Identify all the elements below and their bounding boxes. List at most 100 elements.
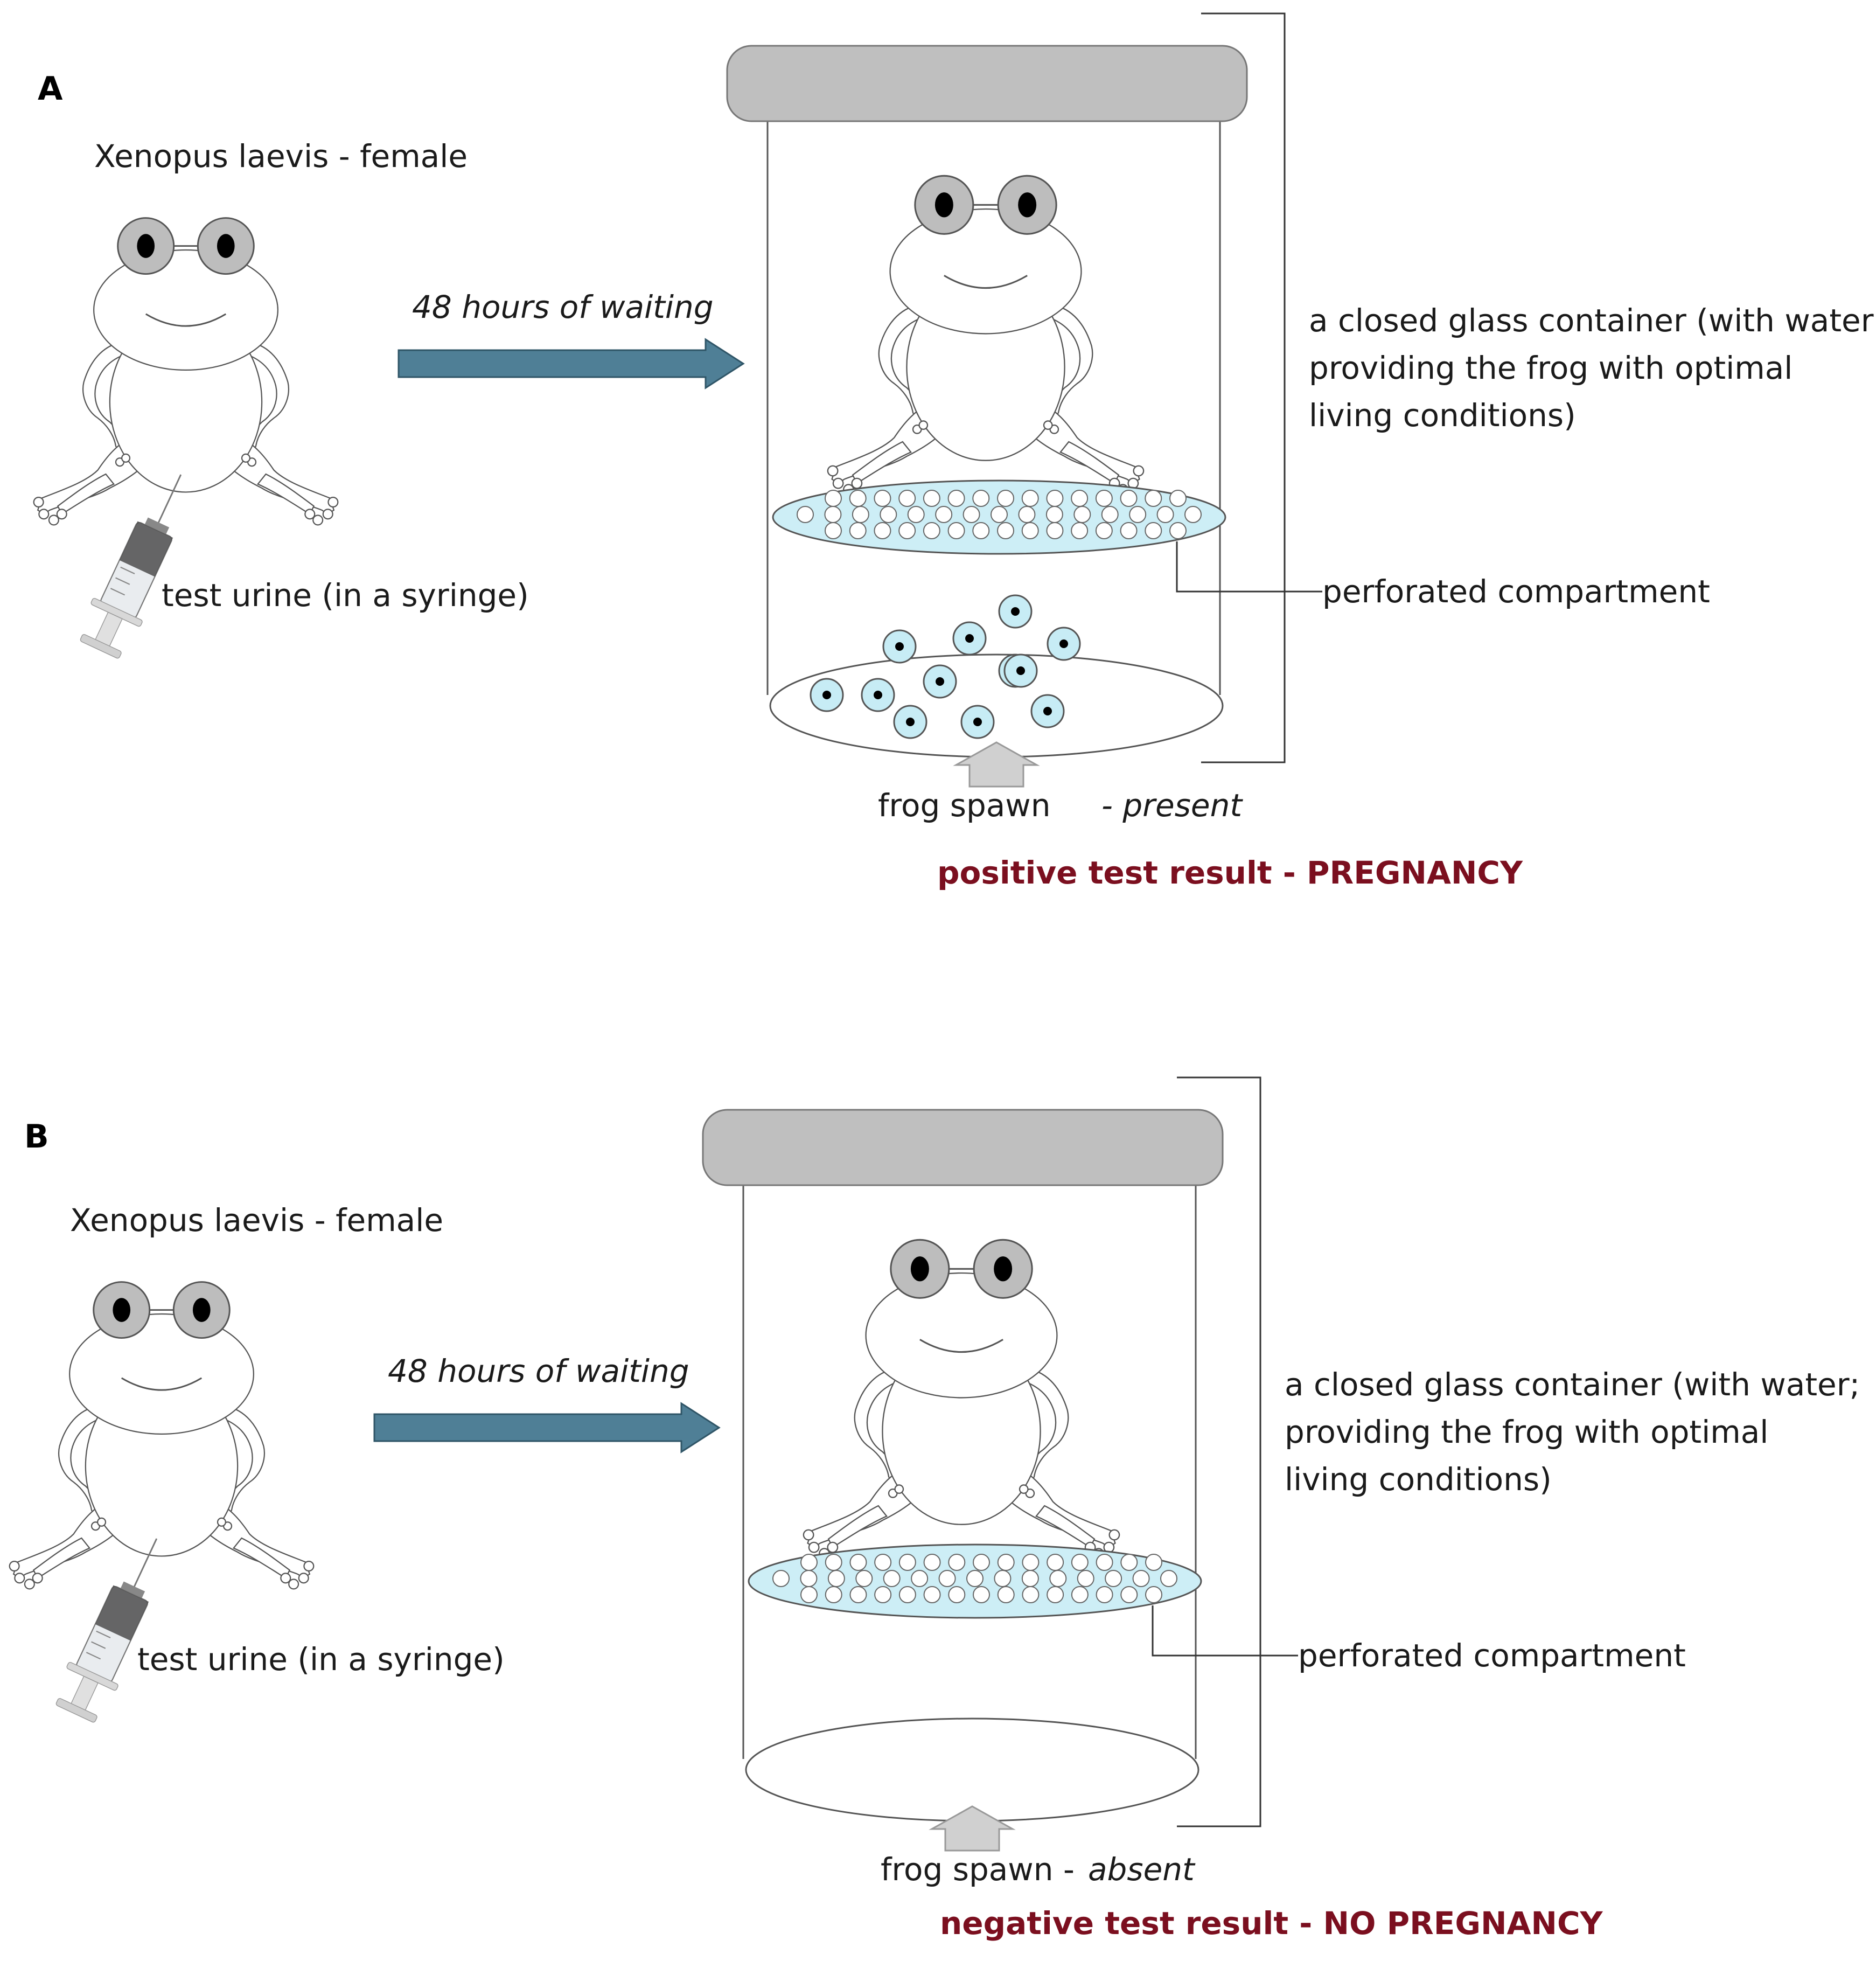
frog-spawn-egg-core	[874, 691, 882, 699]
compartment-hole	[966, 1570, 984, 1587]
spawn-state: - present	[1101, 787, 1243, 824]
compartment-hole	[1169, 522, 1187, 539]
compartment-hole	[874, 1586, 892, 1603]
compartment-hole	[1120, 490, 1138, 507]
compartment-hole	[935, 506, 953, 523]
compartment-hole	[1095, 490, 1113, 507]
waiting-arrow	[373, 1402, 721, 1454]
compartment-hole	[1145, 522, 1162, 539]
panel-letter: A	[38, 70, 63, 108]
compartment-hole	[963, 506, 980, 523]
spawn-label: frog spawn	[878, 787, 1051, 824]
waiting-label: 48 hours of waiting	[412, 289, 714, 325]
compartment-leader-line	[1152, 1605, 1298, 1657]
frog-spawn-egg-core	[973, 718, 982, 726]
compartment-hole	[1071, 522, 1089, 539]
compartment-hole	[874, 522, 891, 539]
compartment-hole	[1184, 506, 1202, 523]
compartment-hole	[947, 490, 965, 507]
panel-B: B Xenopus laevis - female test urine (in a…	[9, 1076, 1860, 1942]
compartment-hole	[800, 1586, 818, 1603]
compartment-leader-line	[1176, 541, 1322, 593]
compartment-hole	[923, 1554, 941, 1571]
compartment-hole	[849, 490, 867, 507]
compartment-hole	[1071, 490, 1089, 507]
compartment-hole	[1120, 1554, 1138, 1571]
compartment-hole	[1045, 506, 1063, 523]
compartment-hole	[972, 522, 990, 539]
frog-spawn-egg-core	[906, 718, 915, 726]
spawn-pointer-arrow	[929, 1805, 1016, 1852]
compartment-hole	[1021, 1570, 1039, 1587]
compartment-hole	[772, 1570, 790, 1587]
compartment-hole	[874, 490, 891, 507]
compartment-hole	[947, 522, 965, 539]
compartment-hole	[1018, 506, 1036, 523]
compartment-label: perforated compartment	[1298, 1637, 1686, 1674]
compartment-hole	[1077, 1570, 1094, 1587]
compartment-hole	[972, 490, 990, 507]
frog-spawn-egg-core	[895, 642, 904, 651]
frog-spawn-egg-core	[1016, 666, 1025, 675]
compartment-hole	[1145, 1586, 1162, 1603]
frog-spawn-egg-core	[965, 634, 974, 643]
compartment-hole	[1105, 1570, 1122, 1587]
compartment-hole	[898, 522, 916, 539]
compartment-hole	[1046, 522, 1064, 539]
frog-spawn-egg-core	[1059, 639, 1068, 648]
compartment-hole	[883, 1570, 901, 1587]
frog-spawn-egg-core	[822, 691, 831, 699]
container-bracket	[1177, 1076, 1261, 1827]
compartment-hole	[973, 1554, 990, 1571]
frog-in-container	[827, 175, 1145, 496]
compartment-hole	[1071, 1554, 1089, 1571]
container-label-line: a closed glass container (with water;	[1309, 302, 1876, 339]
compartment-hole	[1096, 1554, 1113, 1571]
syringe-label: test urine (in a syringe)	[162, 577, 529, 614]
panel-letter: B	[24, 1118, 49, 1156]
compartment-hole	[1021, 490, 1039, 507]
container-label-line: a closed glass container (with water;	[1285, 1366, 1860, 1403]
compartment-hole	[849, 1586, 867, 1603]
compartment-hole	[1071, 1586, 1089, 1603]
compartment-hole	[898, 1586, 916, 1603]
compartment-hole	[1021, 522, 1039, 539]
compartment-hole	[923, 522, 940, 539]
compartment-hole	[1047, 1554, 1064, 1571]
compartment-hole	[948, 1554, 966, 1571]
waiting-label: 48 hours of waiting	[388, 1353, 689, 1389]
compartment-hole	[997, 1586, 1015, 1603]
panel-A: A Xenopus laevis - female test urine (in a…	[33, 12, 1876, 891]
compartment-hole	[852, 506, 869, 523]
compartment-hole	[1095, 522, 1113, 539]
compartment-hole	[825, 1554, 842, 1571]
container-lid	[726, 45, 1248, 122]
test-result: positive test result - PREGNANCY	[937, 854, 1523, 891]
frog-left	[33, 217, 339, 526]
compartment-hole	[1047, 1586, 1064, 1603]
frog-species-label: Xenopus laevis - female	[70, 1202, 443, 1239]
compartment-hole	[1120, 522, 1138, 539]
compartment-hole	[907, 506, 925, 523]
container-lid	[702, 1109, 1224, 1186]
syringe-label: test urine (in a syringe)	[137, 1641, 505, 1678]
compartment-hole	[1132, 1570, 1150, 1587]
compartment-hole	[874, 1554, 892, 1571]
compartment-hole	[797, 506, 814, 523]
compartment-hole	[938, 1570, 956, 1587]
compartment-hole	[994, 1570, 1012, 1587]
compartment-hole	[849, 522, 867, 539]
compartment-hole	[1022, 1554, 1040, 1571]
compartment-hole	[825, 490, 842, 507]
compartment-hole	[1169, 490, 1187, 507]
compartment-hole	[973, 1586, 990, 1603]
compartment-hole	[1096, 1586, 1113, 1603]
container-bracket	[1201, 12, 1286, 763]
compartment-hole	[1046, 490, 1064, 507]
compartment-hole	[1101, 506, 1119, 523]
container-label-line: living conditions)	[1285, 1461, 1552, 1498]
frog-species-label: Xenopus laevis - female	[94, 138, 468, 175]
compartment-hole	[1073, 506, 1091, 523]
compartment-hole	[1145, 490, 1162, 507]
